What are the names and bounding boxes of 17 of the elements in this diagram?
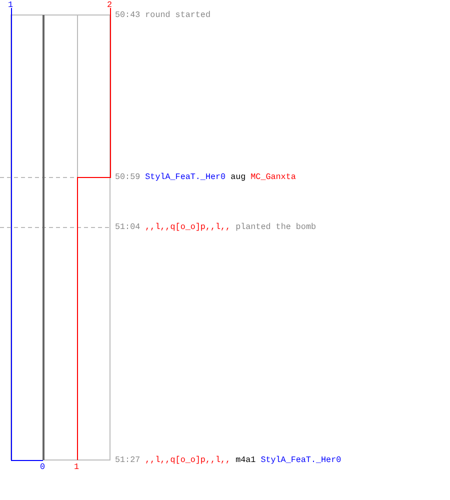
- timestamp: 50:59: [115, 172, 140, 182]
- score-number: 1: [74, 462, 80, 472]
- weapon-name: m4a1: [236, 455, 256, 465]
- player-name: ,,l,,q[o_o]p,,l,,: [145, 455, 231, 465]
- weapon-name: aug: [230, 172, 246, 182]
- score-number: 2: [107, 0, 112, 10]
- event-text: planted the bomb: [236, 222, 316, 232]
- score-number: 1: [8, 0, 14, 10]
- timestamp: 50:43: [115, 10, 140, 20]
- event-text: round started: [145, 10, 210, 20]
- player-name: ,,l,,q[o_o]p,,l,,: [145, 222, 231, 232]
- player-name: StylA_FeaT._Her0: [260, 455, 342, 465]
- player-name: StylA_FeaT._Her0: [145, 172, 226, 182]
- timestamp: 51:04: [115, 222, 140, 232]
- player-name: MC_Ganxta: [250, 172, 296, 182]
- score-number: 0: [40, 462, 46, 472]
- timestamp: 51:27: [115, 455, 140, 465]
